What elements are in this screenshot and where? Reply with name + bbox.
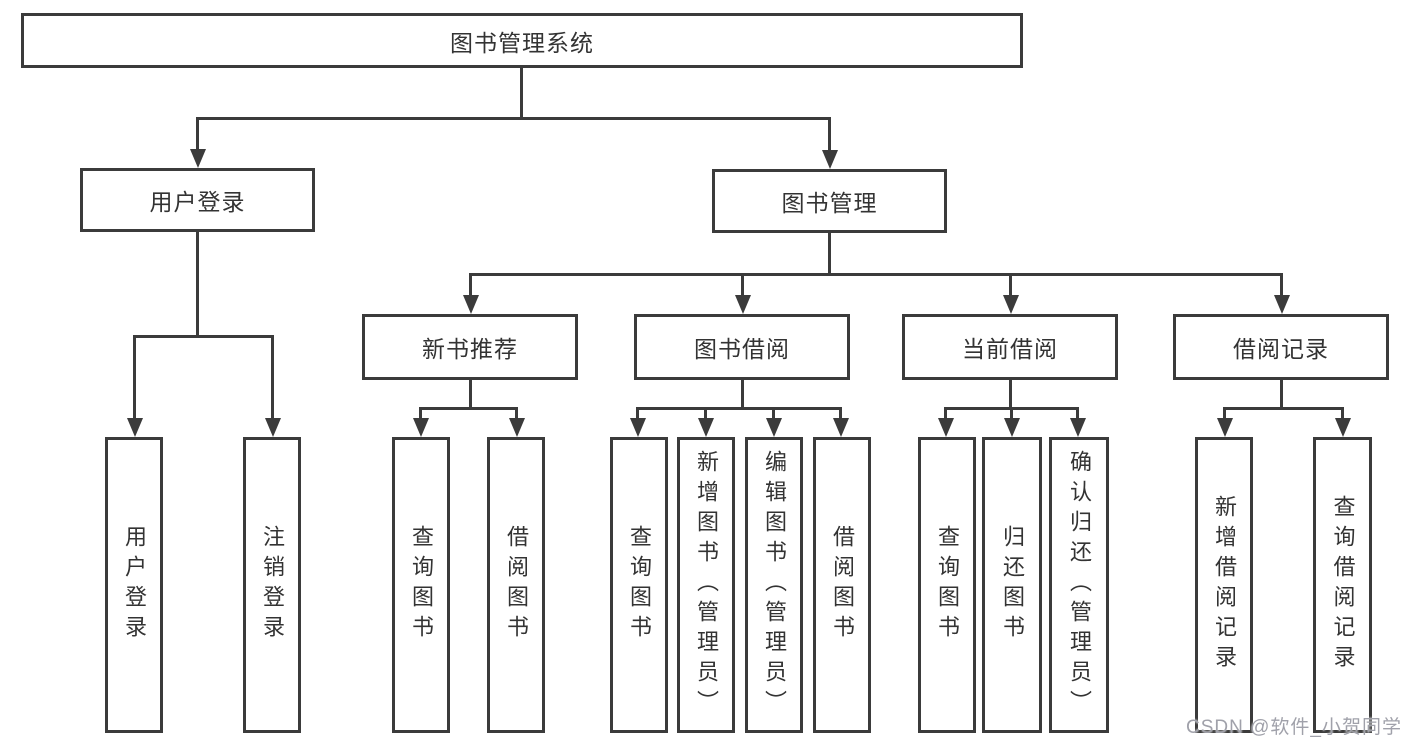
leaf-borrow-books-recommend: 借阅图书	[487, 437, 545, 733]
leaf-confirm-return-admin: 确认归还（管理员）	[1049, 437, 1109, 733]
connector-line	[419, 407, 422, 421]
connector-line	[944, 407, 947, 421]
node-new-book-recommend: 新书推荐	[362, 314, 578, 380]
connector-line	[1280, 273, 1283, 297]
leaf-query-borrow-record: 查询借阅记录	[1313, 437, 1372, 733]
node-borrowing-records: 借阅记录	[1173, 314, 1389, 380]
node-user-login: 用户登录	[80, 168, 315, 232]
connector-line	[196, 117, 199, 151]
connector-line	[1076, 407, 1079, 421]
connector-line	[133, 335, 136, 420]
leaf-logout: 注销登录	[243, 437, 301, 733]
arrowhead	[833, 418, 849, 437]
connector-line	[469, 273, 472, 297]
arrowhead	[1335, 418, 1351, 437]
connector-line	[133, 335, 274, 338]
connector-line	[636, 407, 639, 421]
arrowhead	[463, 295, 479, 314]
leaf-edit-book-admin: 编辑图书（管理员）	[745, 437, 803, 733]
arrowhead	[1217, 418, 1233, 437]
connector-line	[515, 407, 518, 421]
connector-line	[1009, 273, 1012, 297]
connector-line	[419, 407, 518, 410]
connector-line	[1010, 407, 1013, 421]
connector-line	[196, 232, 199, 338]
leaf-return-books: 归还图书	[982, 437, 1042, 733]
connector-line	[704, 407, 707, 421]
leaf-query-books-recommend: 查询图书	[392, 437, 450, 733]
arrowhead	[265, 418, 281, 437]
node-book-management: 图书管理	[712, 169, 947, 233]
connector-line	[469, 273, 1283, 276]
watermark-text: CSDN @软件_小贺同学	[1186, 717, 1402, 738]
arrowhead	[822, 150, 838, 169]
node-book-borrowing: 图书借阅	[634, 314, 850, 380]
connector-line	[828, 233, 831, 276]
arrowhead	[1003, 295, 1019, 314]
arrowhead	[1070, 418, 1086, 437]
leaf-borrow-books: 借阅图书	[813, 437, 871, 733]
arrowhead	[698, 418, 714, 437]
leaf-query-books-current: 查询图书	[918, 437, 976, 733]
connector-line	[1341, 407, 1344, 421]
arrowhead	[190, 149, 206, 168]
connector-line	[636, 407, 841, 410]
connector-line	[741, 380, 744, 410]
connector-line	[772, 407, 775, 421]
connector-line	[1009, 380, 1012, 410]
arrowhead	[735, 295, 751, 314]
connector-line	[1223, 407, 1226, 421]
connector-line	[839, 407, 842, 421]
arrowhead	[1004, 418, 1020, 437]
arrowhead	[509, 418, 525, 437]
connector-line	[271, 335, 274, 420]
leaf-add-book-admin: 新增图书（管理员）	[677, 437, 735, 733]
connector-line	[196, 117, 831, 120]
node-root-library-system: 图书管理系统	[21, 13, 1023, 68]
arrowhead	[413, 418, 429, 437]
arrowhead	[127, 418, 143, 437]
leaf-add-borrow-record: 新增借阅记录	[1195, 437, 1253, 733]
connector-line	[520, 68, 523, 120]
connector-line	[1280, 380, 1283, 410]
connector-line	[741, 273, 744, 297]
connector-line	[1223, 407, 1344, 410]
arrowhead	[938, 418, 954, 437]
leaf-query-books-borrowing: 查询图书	[610, 437, 668, 733]
connector-line	[469, 380, 472, 410]
leaf-user-login: 用户登录	[105, 437, 163, 733]
connector-line	[828, 117, 831, 151]
arrowhead	[630, 418, 646, 437]
arrowhead	[1274, 295, 1290, 314]
node-current-borrowing: 当前借阅	[902, 314, 1118, 380]
arrowhead	[766, 418, 782, 437]
